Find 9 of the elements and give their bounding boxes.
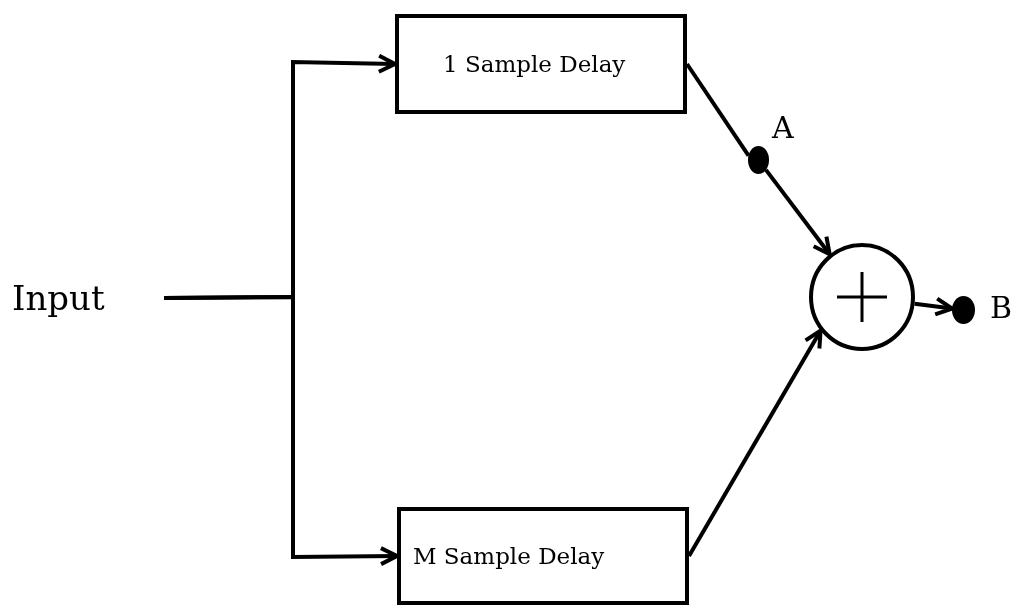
block-label: 1 Sample Delay [443,51,626,77]
point-label: B [990,290,1013,325]
delay-block [395,14,687,114]
block-label: M Sample Delay [413,543,605,569]
arrow [764,168,832,257]
point-label: A [772,110,794,145]
arrow [164,295,399,567]
input-label: Input [12,278,105,318]
delay-block [397,507,689,605]
